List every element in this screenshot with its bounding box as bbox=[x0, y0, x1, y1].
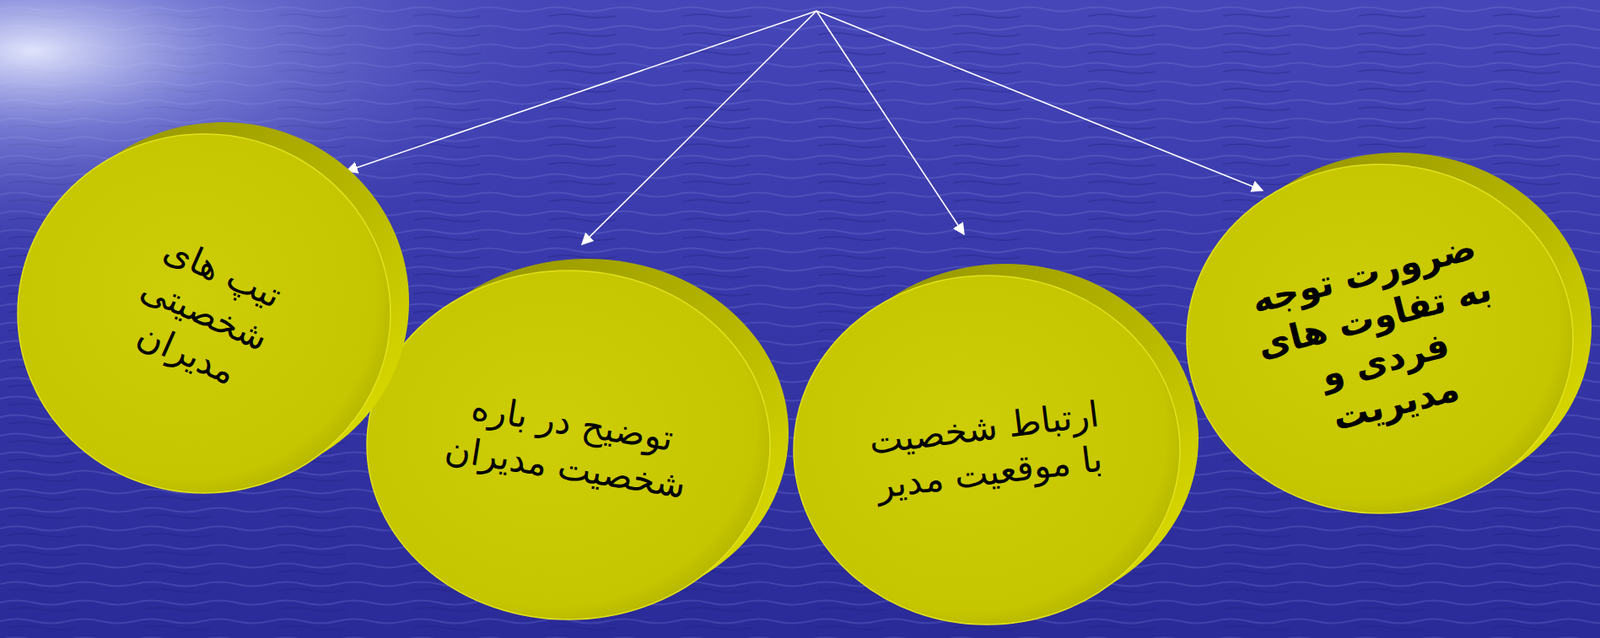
arrow-line bbox=[816, 10, 965, 235]
arrow-line bbox=[346, 10, 817, 172]
disk-node: ارتباط شخصیت با موقعیت مدیر bbox=[792, 263, 1200, 626]
disk-face bbox=[17, 134, 391, 494]
disk-face bbox=[1186, 164, 1574, 514]
disk-node: توضیح در باره شخصیت مدیران bbox=[366, 258, 790, 621]
disk-face bbox=[793, 275, 1180, 625]
arrow-line bbox=[816, 10, 1263, 191]
arrow-line bbox=[581, 10, 817, 245]
disk-face bbox=[366, 270, 771, 620]
disk-node: تیپ های شخصیتی مدیران bbox=[16, 121, 410, 495]
disk-node: ضرورت توجه به تفاوت های فردی و مدیریت bbox=[1185, 151, 1593, 515]
fan-arrows bbox=[346, 10, 1263, 245]
